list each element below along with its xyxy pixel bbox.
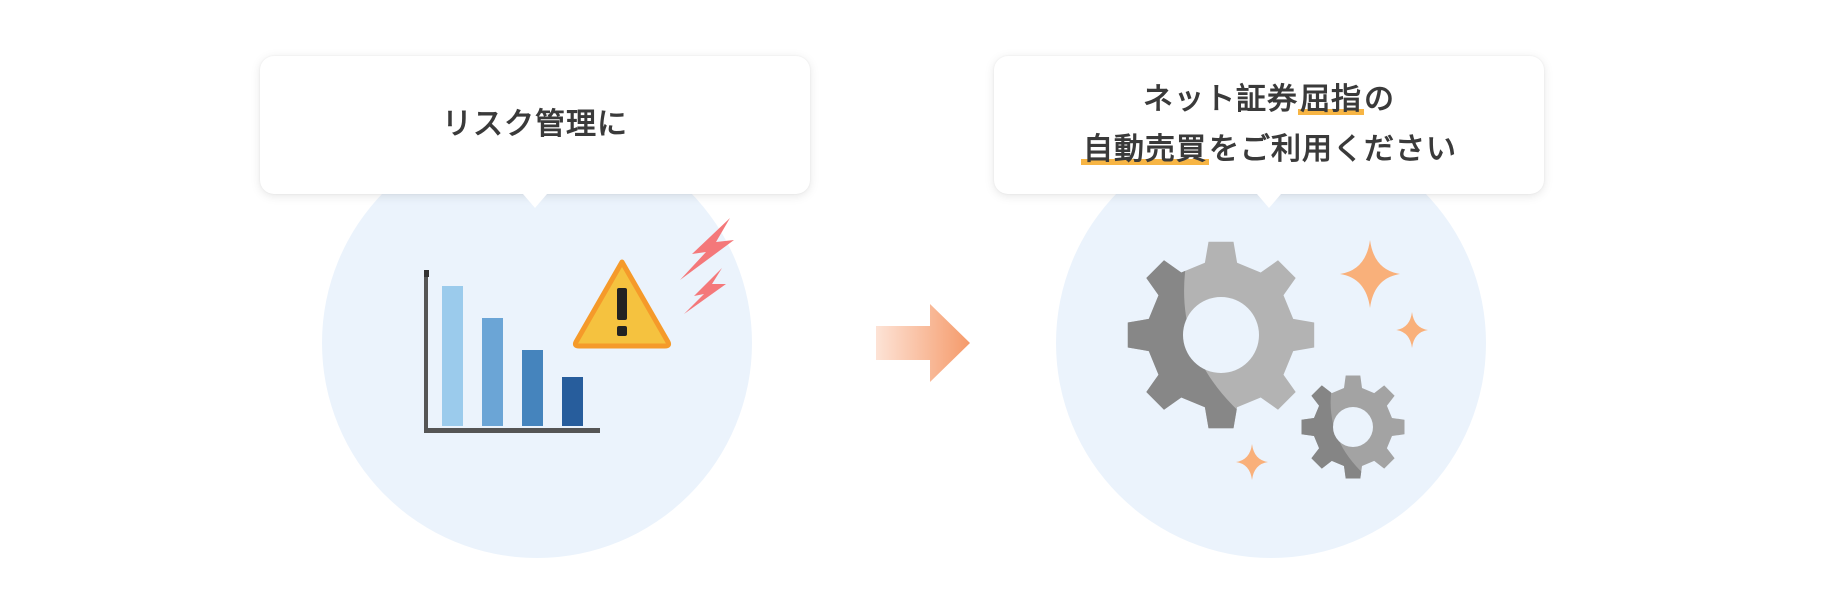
chart-y-axis xyxy=(424,272,428,432)
right-speech-bubble: ネット証券屈指の 自動売買をご利用ください xyxy=(994,56,1544,208)
right-bubble-line1-normal: ネット証券 xyxy=(1143,82,1298,117)
right-bubble-line1-tail: の xyxy=(1364,82,1395,117)
gear-small-icon xyxy=(1301,375,1405,479)
chart-bar-2 xyxy=(482,318,503,426)
gear-large-icon xyxy=(1127,241,1315,429)
right-bubble-line2-tail: をご利用ください xyxy=(1209,132,1457,167)
chart-bar-1 xyxy=(442,286,463,426)
right-bubble-line1-highlight: 屈指 xyxy=(1298,82,1364,117)
right-bubble-line2-highlight: 自動売買 xyxy=(1081,132,1209,167)
warning-exclamation-dot xyxy=(617,326,627,336)
warning-exclamation-bar xyxy=(617,288,627,320)
left-speech-bubble: リスク管理に xyxy=(260,56,810,208)
left-bubble-text: リスク管理に xyxy=(442,107,628,142)
chart-bar-3 xyxy=(522,350,543,426)
right-arrow-icon xyxy=(876,304,970,382)
lightning-bolt-icon xyxy=(680,218,734,314)
right-bubble-line-1: ネット証券屈指の xyxy=(1143,75,1395,125)
chart-x-axis xyxy=(424,428,600,433)
chart-bar-4 xyxy=(562,377,583,426)
sparkle-icon xyxy=(1236,240,1428,480)
chart-y-axis-tip xyxy=(424,270,429,277)
bar-chart-declining-icon xyxy=(424,270,600,433)
warning-triangle-icon xyxy=(572,259,672,349)
right-bubble-line-2: 自動売買をご利用ください xyxy=(1081,125,1457,175)
